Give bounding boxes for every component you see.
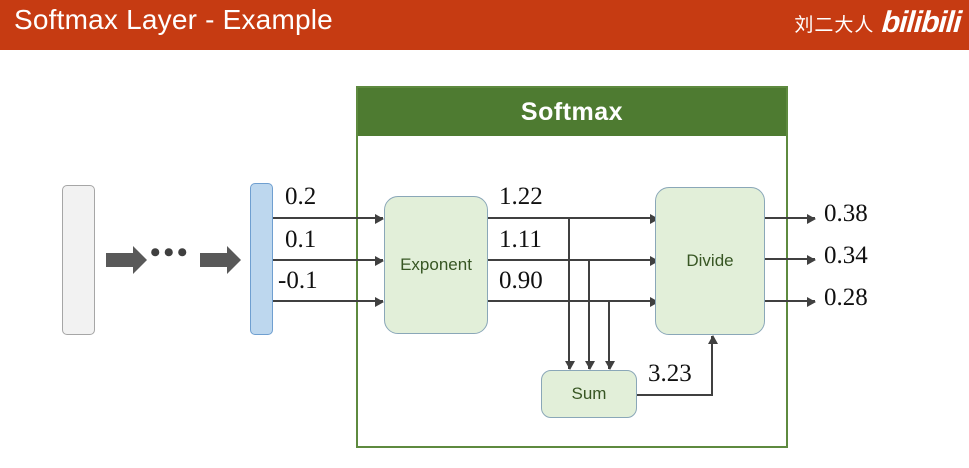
hidden-vector-bar bbox=[250, 183, 273, 335]
output-value-3: 0.28 bbox=[824, 284, 868, 311]
output-value-1: 0.38 bbox=[824, 200, 868, 227]
exponent-value-1: 1.22 bbox=[499, 183, 543, 210]
sum-block: Sum bbox=[541, 370, 637, 418]
wire-output-1 bbox=[765, 214, 816, 224]
slide-title-bar: Softmax Layer - Example 刘二大人 bilibili bbox=[0, 0, 969, 50]
wire-exp-out-3 bbox=[488, 297, 659, 307]
input-value-1: 0.2 bbox=[285, 183, 317, 210]
exponent-block: Exponent bbox=[384, 196, 488, 334]
divide-block: Divide bbox=[655, 187, 765, 335]
sum-block-label: Sum bbox=[571, 384, 607, 403]
bilibili-logo: bilibili bbox=[881, 6, 963, 39]
wire-input-3 bbox=[273, 297, 384, 307]
block-arrow-1-icon bbox=[106, 246, 147, 274]
wire-output-2 bbox=[765, 255, 816, 265]
softmax-header: Softmax bbox=[358, 88, 786, 136]
wire-input-2 bbox=[273, 256, 384, 266]
page-title: Softmax Layer - Example bbox=[14, 4, 333, 35]
block-arrow-2-icon bbox=[200, 246, 241, 274]
wire-branch-sum-1 bbox=[565, 217, 575, 370]
softmax-header-label: Softmax bbox=[520, 97, 624, 126]
exponent-value-2: 1.11 bbox=[499, 226, 542, 253]
input-value-3: -0.1 bbox=[278, 267, 318, 294]
input-value-2: 0.1 bbox=[285, 226, 317, 253]
wire-branch-sum-2 bbox=[585, 259, 595, 370]
wire-output-3 bbox=[765, 297, 816, 307]
wire-exp-out-1 bbox=[488, 214, 659, 224]
wire-exp-out-2 bbox=[488, 256, 659, 266]
output-value-2: 0.34 bbox=[824, 242, 868, 269]
wire-sum-out-horizontal bbox=[637, 394, 713, 396]
wire-branch-sum-3 bbox=[605, 300, 615, 370]
sum-value: 3.23 bbox=[648, 360, 692, 387]
softmax-diagram: ••• Softmax 0.2 0.1 -0.1 Exponent 1.22 1… bbox=[0, 50, 969, 468]
input-vector-bar bbox=[62, 185, 95, 335]
wire-input-1 bbox=[273, 214, 384, 224]
wire-sum-out-vertical bbox=[708, 335, 718, 394]
divide-block-label: Divide bbox=[686, 251, 734, 270]
author-name: 刘二大人 bbox=[794, 13, 875, 36]
exponent-value-3: 0.90 bbox=[499, 267, 543, 294]
brand-area: 刘二大人 bilibili bbox=[794, 6, 963, 40]
exponent-block-label: Exponent bbox=[400, 255, 472, 274]
ellipsis-label: ••• bbox=[150, 236, 191, 269]
